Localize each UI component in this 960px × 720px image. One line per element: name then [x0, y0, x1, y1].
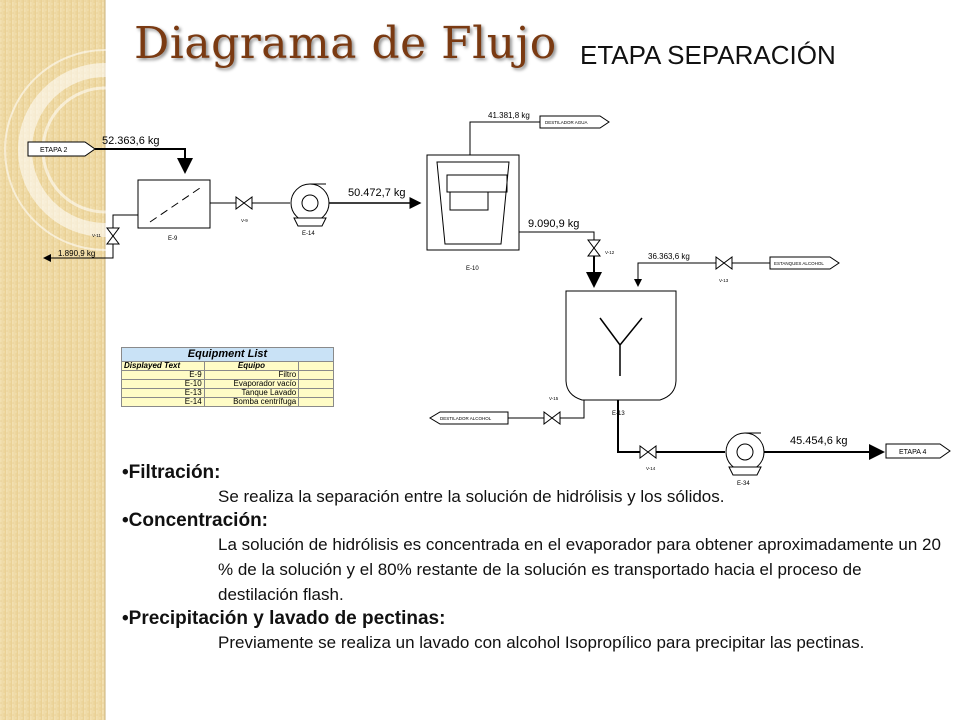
valve-v12: V-12 [587, 239, 615, 257]
bullet-heading: •Precipitación y lavado de pectinas: [122, 608, 446, 629]
tank-e13: E-13 [565, 290, 677, 417]
description-list: •Filtración: Se realiza la separación en… [122, 461, 942, 655]
svg-text:DESTILADOR ALCOHOL: DESTILADOR ALCOHOL [440, 416, 492, 421]
svg-text:V-12: V-12 [605, 250, 615, 255]
svg-text:ESTANQUES ALCOHOL: ESTANQUES ALCOHOL [774, 261, 824, 266]
bullet-text: Se realiza la separación entre la soluci… [218, 487, 725, 506]
vapor-line [469, 121, 540, 155]
filtered-mass: 50.472,7 kg [348, 187, 406, 199]
texture-stripe [0, 0, 105, 720]
feed-mass: 52.363,6 kg [102, 135, 160, 147]
equipment-list-title: Equipment List [121, 347, 334, 362]
svg-text:DESTILADOR AGUA: DESTILADOR AGUA [545, 120, 588, 125]
valve-v13: V-13 [715, 256, 733, 283]
svg-text:E-14: E-14 [302, 231, 315, 237]
etapa2-tag: ETAPA 2 [27, 141, 96, 157]
svg-text:V-9: V-9 [241, 218, 248, 223]
svg-text:V-15: V-15 [549, 396, 559, 401]
svg-text:E-34: E-34 [737, 481, 750, 487]
pump-e34: E-34 [725, 432, 765, 487]
svg-text:V-11: V-11 [92, 233, 101, 238]
equipment-list-table: Equipment List Displayed Text Equipo E-9… [121, 347, 334, 407]
alcohol-mass: 36.363,6 kg [648, 252, 690, 261]
svg-text:V-14: V-14 [646, 466, 656, 471]
bullet-heading: •Concentración: [122, 510, 269, 531]
bullet-text: La solución de hidrólisis es concentrada… [218, 535, 941, 604]
svg-text:ETAPA 4: ETAPA 4 [899, 449, 926, 456]
feed-line [95, 148, 193, 174]
slide-subtitle: ETAPA SEPARACIÓN [580, 40, 836, 70]
slide-title: Diagrama de Flujo [134, 18, 557, 69]
column-header [298, 361, 334, 371]
bullet-text: Previamente se realiza un lavado con alc… [218, 633, 865, 652]
valve-v15: V-15 [543, 396, 561, 425]
evaporator-e10: E-10 [426, 154, 520, 272]
valve-v11: V-11 [92, 227, 120, 245]
svg-text:E-10: E-10 [466, 266, 479, 272]
etapa4-tag: ETAPA 4 [885, 443, 951, 459]
estanques-alcohol-tag: ESTANQUES ALCOHOL [769, 256, 840, 270]
bullet-heading: •Filtración: [122, 462, 221, 483]
destilador-alcohol-tag: DESTILADOR ALCOHOL [429, 411, 509, 425]
destilador-agua-tag: DESTILADOR AGUA [539, 115, 610, 129]
filter-tag: E-9 [168, 236, 178, 242]
vapor-mass: 41.381,8 kg [488, 111, 530, 120]
concentrate-mass: 9.090,9 kg [528, 218, 579, 230]
svg-text:V-13: V-13 [719, 278, 729, 283]
product-mass: 45.454,6 kg [790, 435, 848, 447]
filter-e9: E-9 [137, 179, 211, 242]
solids-line [43, 214, 138, 262]
valve-v9: V-9 [235, 196, 253, 223]
pump-e14: E-14 [290, 183, 330, 237]
solids-mass: 1.890,9 kg [58, 249, 95, 258]
etapa2-label: ETAPA 2 [40, 147, 67, 154]
